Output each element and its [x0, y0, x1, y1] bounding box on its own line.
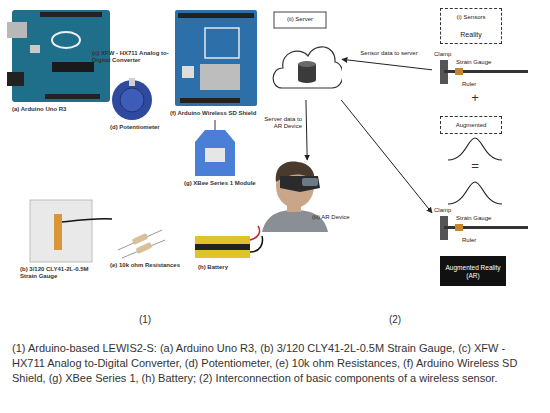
diagram-node: (i) SensorsReality: [440, 8, 502, 44]
part-label: =: [465, 158, 485, 174]
data-flow-arrow: [342, 59, 432, 70]
strain-gauge-pad: [30, 200, 92, 262]
header-pins: [40, 12, 102, 17]
data-flow-arrow: [341, 100, 432, 213]
part-label: (1): [125, 314, 165, 326]
header-pins: [45, 94, 100, 99]
node-text: (iii) AR Device: [312, 214, 356, 221]
cloud-outline: [273, 47, 342, 88]
potentiometer-knob: [120, 88, 144, 112]
shield-board: [175, 10, 257, 106]
node-text: Ruler: [462, 237, 492, 244]
switch: [182, 66, 194, 78]
xbee-label: [205, 148, 225, 162]
node-text: Strain Gauge: [456, 215, 506, 222]
part-label: (c) XFW - HX711 Analog to-Digital Conver…: [92, 50, 172, 64]
diagram-node: ClampStrain GaugeRuler: [432, 206, 532, 248]
part-label: +: [465, 90, 485, 106]
battery-wire: [250, 236, 263, 252]
part-label: (e) 10k ohm Resistances: [110, 262, 182, 269]
headset-visor: [302, 178, 318, 186]
node-text: Strain Gauge: [456, 59, 506, 66]
node-text: (ii) Server: [274, 16, 326, 23]
part-label: (d) Potentiometer: [110, 124, 174, 131]
ar-headset: [280, 176, 320, 192]
node-text: Augmented Reality (AR): [443, 264, 503, 280]
database-top: [298, 61, 316, 67]
data-flow-arrow: [306, 100, 307, 160]
battery-pack: [195, 236, 250, 258]
edge-label: Server data to AR Device: [262, 116, 302, 130]
node-text: Augmented: [441, 122, 501, 129]
diagram-node: Augmented: [440, 116, 502, 134]
edge-label: Sensor data to server: [344, 50, 434, 57]
node-text: Ruler: [462, 81, 492, 88]
result-curve: [448, 182, 502, 204]
node-text: Clamp: [434, 51, 464, 58]
part-label: (g) XBee Series 1 Module: [184, 180, 268, 187]
part-label: (a) Arduino Uno R3: [12, 106, 124, 113]
board-logo: [52, 32, 80, 48]
part-label: (h) Battery: [198, 264, 258, 271]
usb-port: [7, 22, 27, 38]
part-label: (f) Arduino Wireless SD Shield: [170, 110, 274, 117]
header-pins: [178, 13, 254, 18]
diagram-node: (iii) AR Device: [262, 160, 354, 234]
diagram-node: Augmented Reality (AR): [440, 256, 506, 286]
crystal: [30, 45, 40, 53]
server-label-box: [274, 12, 326, 28]
xbee-antenna: [214, 120, 216, 130]
shoulders: [262, 210, 328, 232]
power-jack: [7, 72, 24, 86]
sd-slot: [200, 64, 240, 90]
figure-caption: (1) Arduino-based LEWIS2-S: (a) Arduino …: [12, 341, 538, 386]
battery-wire: [250, 226, 260, 240]
resistor-symbol: [131, 233, 148, 245]
resistor-lead: [122, 240, 165, 258]
node-text: Clamp: [434, 207, 464, 214]
diagram-node: ClampStrain GaugeRuler: [432, 50, 532, 92]
battery-band: [195, 244, 250, 250]
strain-gauge-grid: [54, 214, 62, 250]
part-label: (2): [375, 314, 415, 326]
strain-gauge: [455, 224, 463, 231]
header-pins: [180, 98, 240, 103]
gauge-wire: [62, 219, 112, 222]
part-label: (b) 3/120 CLY41-2L-0.5M Strain Gauge: [20, 266, 104, 280]
microcontroller-chip: [52, 62, 94, 72]
xbee-socket: [205, 28, 239, 58]
resistor-symbol: [135, 242, 152, 254]
augmented-curve: [448, 138, 502, 160]
node-text: Reality: [441, 31, 501, 39]
xbee-module: [195, 130, 235, 176]
potentiometer-shaft: [129, 78, 135, 86]
diagram-node: (ii) Server: [268, 10, 342, 100]
node-outline: [268, 10, 342, 100]
node-text: (i) Sensors: [441, 14, 501, 21]
strain-gauge: [455, 68, 463, 75]
